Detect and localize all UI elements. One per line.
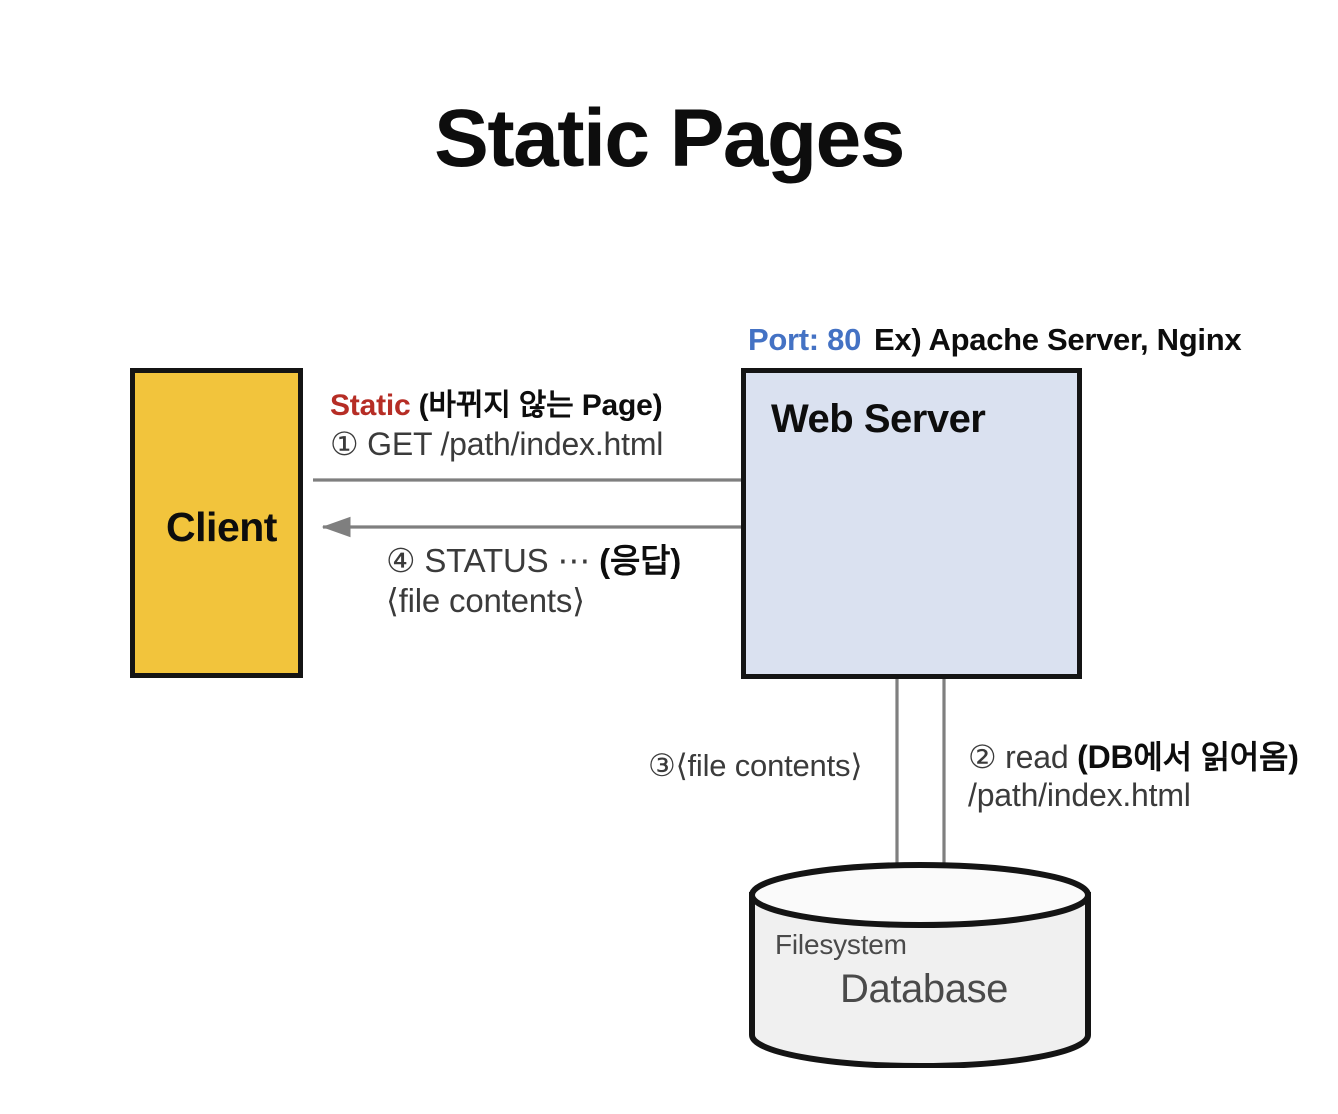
annotation-step-4-sub: ⟨file contents⟩ xyxy=(386,582,585,619)
example-servers-label: Ex) Apache Server, Nginx xyxy=(874,322,1242,357)
annotation-step-2-sub: /path/index.html xyxy=(968,777,1191,813)
node-database-shape xyxy=(749,862,1091,1068)
annotation-static-keyword: Static xyxy=(330,389,411,422)
port-label: Port: 80 xyxy=(748,322,862,357)
annotation-step-4-korean: (응답) xyxy=(599,542,682,579)
node-web-server: Web Server xyxy=(741,368,1082,679)
node-database-label-filesystem: Filesystem xyxy=(775,929,907,960)
annotation-step-2-korean: (DB에서 읽어옴) xyxy=(1077,739,1299,775)
annotation-step-2-main: ② read xyxy=(968,739,1078,775)
annotation-static-korean: (바뀌지 않는 Page) xyxy=(418,389,663,422)
web-server-header-annotation: Port: 80 Ex) Apache Server, Nginx xyxy=(748,322,1242,358)
node-client-label: Client xyxy=(166,504,277,550)
annotation-static-title: Static (바뀌지 않는 Page) xyxy=(330,389,663,422)
annotation-step-4: ④ STATUS ⋯ (응답) xyxy=(386,544,681,578)
node-web-server-label: Web Server xyxy=(771,397,986,441)
annotation-step-2: ② read (DB에서 읽어옴) xyxy=(968,740,1299,774)
page-title: Static Pages xyxy=(434,93,905,184)
annotation-step-1: ① GET /path/index.html xyxy=(330,426,664,462)
node-client: Client xyxy=(130,368,303,678)
node-database-label-database: Database xyxy=(840,967,1009,1011)
annotation-step-3: ③⟨file contents⟩ xyxy=(648,748,863,783)
annotation-step-4-main: ④ STATUS ⋯ xyxy=(386,542,600,579)
